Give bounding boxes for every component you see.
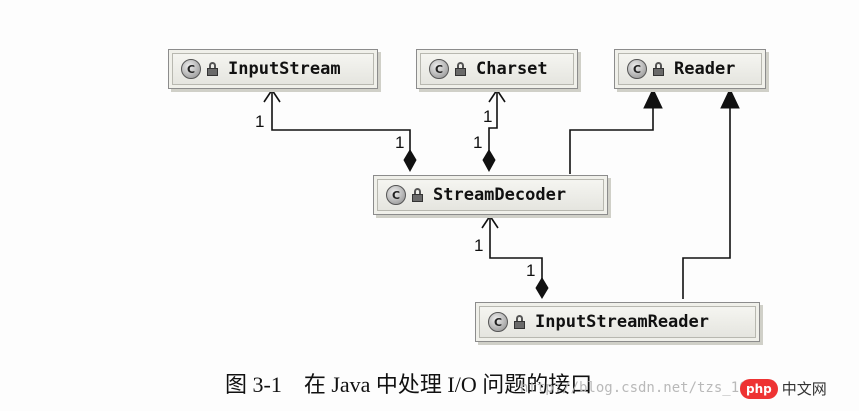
open-arrow-streamdecoder <box>481 214 499 229</box>
node-label-inputstreamreader: InputStreamReader <box>535 312 709 332</box>
class-icon: C <box>627 59 647 79</box>
php-badge: php <box>740 378 778 399</box>
watermark-url: http://blog.csdn.net/tzs_10 <box>520 380 748 396</box>
triangle-arrow-reader-right <box>720 87 740 109</box>
edge-inputstreamreader-streamdecoder <box>489 218 543 280</box>
multiplicity-inputstream-bottom: 1 <box>395 133 405 152</box>
lock-icon <box>653 62 666 76</box>
class-icon: C <box>429 59 449 79</box>
open-arrow-inputstream <box>263 88 281 103</box>
class-icon: C <box>181 59 201 79</box>
node-label-reader: Reader <box>674 59 736 79</box>
multiplicity-streamdecoder-bottom: 1 <box>526 261 536 280</box>
multiplicity-charset-bottom: 1 <box>473 133 483 152</box>
class-icon: C <box>386 185 406 205</box>
lock-icon <box>514 315 527 329</box>
edge-streamdecoder-reader <box>569 108 654 174</box>
class-icon: C <box>488 312 508 332</box>
php-logo-text: 中文网 <box>781 380 827 398</box>
node-label-inputstream: InputStream <box>228 59 341 79</box>
node-charset[interactable]: C Charset <box>416 49 578 89</box>
node-label-charset: Charset <box>476 59 548 79</box>
diamond-streamdecoder-charset <box>482 149 496 173</box>
node-streamdecoder[interactable]: C StreamDecoder <box>373 175 608 215</box>
lock-icon <box>455 62 468 76</box>
edge-inputstreamreader-reader <box>682 108 731 299</box>
edge-streamdecoder-charset <box>488 92 498 151</box>
node-label-streamdecoder: StreamDecoder <box>433 185 567 205</box>
lock-icon <box>412 188 425 202</box>
edge-streamdecoder-inputstream <box>271 92 411 151</box>
diamond-streamdecoder-inputstream <box>403 149 417 173</box>
multiplicity-inputstream-top: 1 <box>255 112 265 131</box>
node-reader[interactable]: C Reader <box>614 49 766 89</box>
triangle-arrow-reader-left <box>643 87 663 109</box>
lock-icon <box>207 62 220 76</box>
diamond-inputstreamreader-streamdecoder <box>535 277 549 299</box>
multiplicity-charset-top: 1 <box>483 107 493 126</box>
node-inputstreamreader[interactable]: C InputStreamReader <box>475 302 760 342</box>
figure-caption: 图 3-1 在 Java 中处理 I/O 问题的接口 <box>225 372 593 397</box>
multiplicity-streamdecoder-top: 1 <box>474 236 484 255</box>
node-inputstream[interactable]: C InputStream <box>168 49 378 89</box>
open-arrow-charset <box>488 88 506 103</box>
php-logo: php 中文网 <box>740 378 827 399</box>
